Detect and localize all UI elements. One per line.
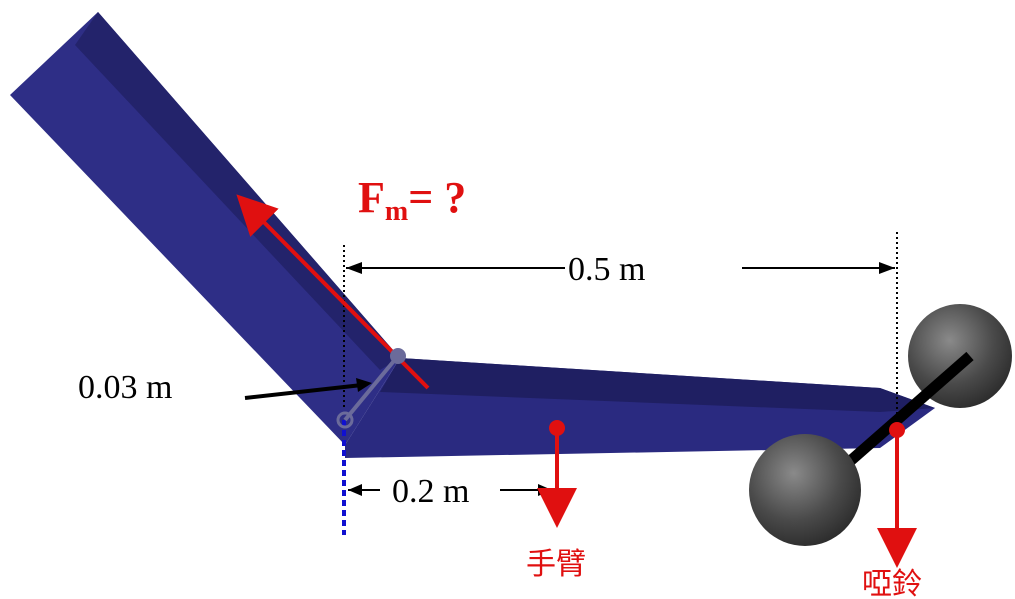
forearm-center-of-gravity bbox=[549, 420, 565, 436]
dumbbell-label: 啞鈴 bbox=[862, 567, 922, 599]
muscle-distance-pointer bbox=[244, 383, 363, 400]
elbow-joint-point bbox=[336, 411, 354, 429]
forearm bbox=[345, 358, 935, 458]
dumbbell-bar bbox=[836, 351, 974, 475]
distance-forearm-cg-label: 0.2 m bbox=[392, 473, 469, 510]
dumbbell-weight-front bbox=[749, 434, 861, 546]
dumbbell-weight-vector bbox=[877, 422, 917, 568]
force-label: Fm= ? bbox=[358, 173, 466, 227]
distance-muscle-label: 0.03 m bbox=[78, 369, 172, 406]
forearm-weight-vector bbox=[537, 420, 577, 528]
dumbbell bbox=[749, 304, 1012, 546]
forearm-label: 手臂 bbox=[526, 547, 586, 582]
dumbbell-center-of-gravity bbox=[889, 422, 905, 438]
muscle-distance-pointer-head bbox=[356, 378, 372, 392]
distance-total-label: 0.5 m bbox=[568, 251, 645, 288]
distance-total-dimension bbox=[346, 262, 895, 274]
muscle-insertion-point bbox=[390, 348, 406, 364]
upper-arm bbox=[10, 12, 400, 445]
muscle-lever-link bbox=[336, 348, 406, 429]
